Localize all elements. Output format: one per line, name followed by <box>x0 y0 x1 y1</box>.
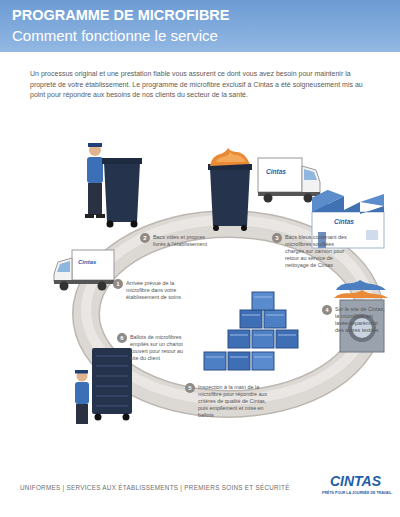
soiled-microfibre-bin <box>208 148 252 231</box>
delivery-truck-left-part <box>72 250 114 280</box>
delivery-truck-left-part <box>57 261 70 272</box>
soiled-microfibre-bin-part <box>241 225 247 231</box>
worker-with-bin-part <box>88 183 102 215</box>
delivery-truck-right-part <box>302 166 320 194</box>
truck-logo: Cintas <box>78 259 96 266</box>
microfibre-bales-part <box>276 330 298 348</box>
soiled-microfibre-bin-part <box>213 225 219 231</box>
page-title: PROGRAMME DE MICROFIBRE <box>12 7 230 23</box>
delivery-truck-right-part <box>264 194 273 203</box>
microfibre-bales-part <box>264 310 286 328</box>
worker-with-bin-part <box>88 143 102 147</box>
covered-cart-part <box>75 370 88 374</box>
delivery-truck-left <box>54 250 114 291</box>
process-step: 4Sur le site de Cintas, la microfibre es… <box>322 305 385 334</box>
microfibre-bales-part <box>228 330 250 348</box>
delivery-truck-right-part <box>304 169 317 180</box>
covered-cart <box>75 348 132 424</box>
delivery-truck-left-part <box>60 282 69 291</box>
washing-machine <box>334 280 388 352</box>
worker-with-bin-part <box>87 157 103 183</box>
microfibre-bales <box>204 292 298 370</box>
intro-paragraph: Un processus original et une prestation … <box>30 69 375 101</box>
covered-cart-part <box>123 414 130 421</box>
microfibre-bales-part <box>206 297 296 357</box>
microfibre-bales-part <box>252 352 274 370</box>
delivery-truck-left-part <box>98 282 107 291</box>
delivery-truck-right-part <box>304 194 313 203</box>
process-step: 1Arrivée prévue de la microfibre dans vo… <box>113 279 190 301</box>
worker-with-bin <box>85 143 142 228</box>
worker-with-bin-part <box>104 162 140 222</box>
step-description: Inspection à la main de la microfibre po… <box>198 383 272 419</box>
step-number: 5 <box>185 383 195 393</box>
step-description: Bacs vides et propres livrés à l'établis… <box>153 233 209 248</box>
truck-logo: Cintas <box>266 168 286 175</box>
worker-with-bin-part <box>89 144 101 156</box>
washing-machine-part <box>336 280 386 290</box>
microfibre-bales-part <box>252 292 274 310</box>
step-number: 4 <box>322 305 332 315</box>
worker-with-bin-part <box>96 214 105 218</box>
covered-cart-part <box>95 414 102 421</box>
covered-cart-part <box>96 356 128 406</box>
covered-cart-part <box>92 348 132 414</box>
microfibre-bales-part <box>240 310 262 328</box>
step-number: 3 <box>272 233 282 243</box>
microfibre-bales-part <box>252 330 274 348</box>
worker-with-bin-part <box>102 158 142 164</box>
delivery-truck-right-part <box>258 158 302 192</box>
step-number: 2 <box>140 233 150 243</box>
soiled-microfibre-bin-part <box>210 148 250 166</box>
soiled-microfibre-bin-part <box>210 168 250 226</box>
process-step: 2Bacs vides et propres livrés à l'établi… <box>140 233 209 248</box>
step-number: 1 <box>113 279 123 289</box>
washing-machine-part <box>334 290 388 298</box>
step-number: 6 <box>117 333 127 343</box>
worker-with-bin-part <box>85 214 94 218</box>
process-step: 6Ballots de microfibres empilés sur un c… <box>117 333 192 362</box>
worker-with-bin-part <box>131 221 138 228</box>
process-step: 5Inspection à la main de la microfibre p… <box>185 383 272 419</box>
cintas-plant-part <box>312 190 384 212</box>
step-description: Arrivée prévue de la microfibre dans vot… <box>126 279 190 301</box>
page-subtitle: Comment fonctionne le service <box>12 27 218 44</box>
microfibre-bales-part <box>204 352 226 370</box>
soiled-microfibre-bin-part <box>216 152 246 162</box>
worker-with-bin-part <box>107 221 114 228</box>
covered-cart-part <box>76 404 88 424</box>
step-description: Ballots de microfibres empilés sur un ch… <box>130 333 192 362</box>
delivery-truck-left-part <box>54 258 72 282</box>
brand-tagline: PRÊTS POUR LA JOURNÉE DE TRAVAIL. <box>322 491 392 495</box>
delivery-truck-right <box>258 158 320 203</box>
plant-logo: Cintas <box>334 218 354 225</box>
cintas-plant-part <box>312 190 384 214</box>
step-description: Sur le site de Cintas, la microfibre est… <box>335 305 385 334</box>
header-band <box>0 0 400 52</box>
cintas-plant-part <box>366 230 378 240</box>
covered-cart-part <box>75 382 89 404</box>
footer-services: UNIFORMES | SERVICES AUX ÉTABLISSEMENTS … <box>20 484 290 491</box>
step-description: Bacs bleus contenant des microfibres sou… <box>285 233 349 269</box>
brand-logo: CINTAS <box>330 473 381 489</box>
process-step: 3Bacs bleus contenant des microfibres so… <box>272 233 349 269</box>
microfibre-bales-part <box>228 352 250 370</box>
